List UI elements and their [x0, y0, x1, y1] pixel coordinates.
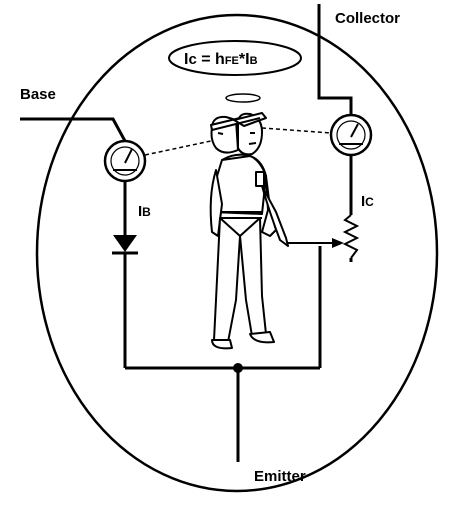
collector-label: Collector — [335, 10, 400, 27]
collector-ammeter-icon — [329, 113, 373, 157]
eq-ic-sub: c — [188, 51, 196, 68]
ic-label-main: I — [361, 193, 365, 210]
emitter-wire — [125, 366, 320, 462]
operator-figure-icon — [209, 112, 289, 350]
emitter-junction-dot — [233, 363, 243, 373]
ib-label-main: I — [138, 203, 142, 220]
variable-resistor-icon — [342, 214, 360, 259]
ic-label: IC — [361, 193, 374, 210]
ic-label-sub: C — [365, 195, 374, 209]
base-ammeter-icon — [103, 139, 147, 183]
eq-ib-main: I — [245, 51, 249, 68]
base-label: Base — [20, 86, 56, 103]
base-wire — [20, 117, 127, 368]
ib-label-sub: B — [142, 205, 151, 219]
eq-times: * — [239, 51, 246, 68]
transistor-body-circle — [35, 13, 439, 493]
diode-icon — [112, 235, 138, 255]
equation-box: Ic = hFE*IB — [168, 40, 302, 76]
svg-text:Ic = hFE*IB: Ic = hFE*IB — [184, 51, 258, 68]
ib-label: IB — [138, 203, 151, 220]
eq-hfe-sub: FE — [225, 55, 239, 67]
eq-ib-sub: B — [250, 55, 258, 67]
emitter-label: Emitter — [254, 468, 306, 485]
eq-equals-h: = h — [197, 51, 225, 68]
eq-ic-main: I — [184, 51, 188, 68]
sight-lines — [144, 127, 332, 156]
wiper-arrow — [287, 238, 344, 248]
halo — [225, 93, 261, 103]
collector-wire — [317, 4, 353, 368]
